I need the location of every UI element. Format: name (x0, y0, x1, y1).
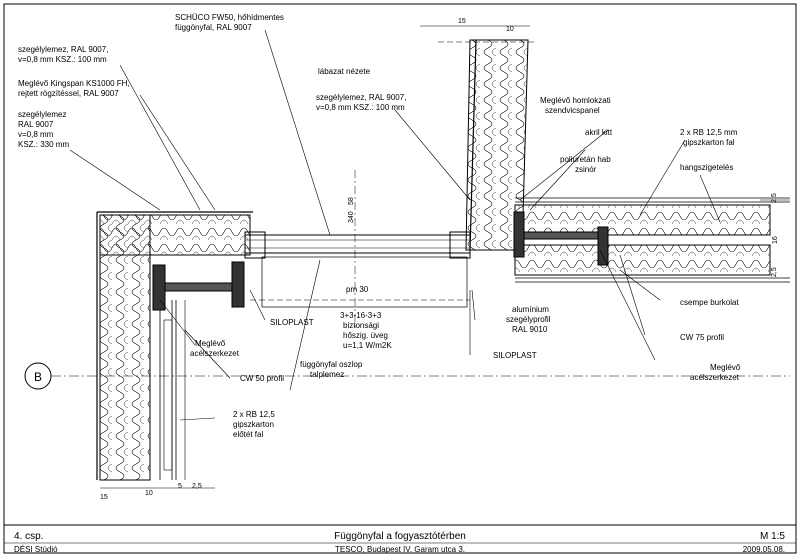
label-gipszkarton-left-3: előtét fal (233, 430, 263, 439)
drawing-scale: M 1:5 (760, 531, 785, 542)
label-gipszkarton-right: 2 x RB 12,5 mm (680, 128, 738, 137)
label-oszlop-2: talplemez (310, 370, 344, 379)
label-aluminium-3: RAL 9010 (512, 325, 548, 334)
label-szegely-left-3: v=0,8 mm (18, 130, 54, 139)
dim-bottom-2: 10 (145, 490, 153, 497)
drawing-title: Függönyfal a fogyasztótérben (334, 531, 466, 542)
label-uveg-2: biztonsági (343, 321, 379, 330)
title-block: 4. csp. Függönyfal a fogyasztótérben M 1… (14, 531, 785, 554)
dimension-texts: 15 10 15 10 5 2,5 58 340 2,5 16 2,5 (100, 18, 779, 501)
label-szegely-left-2: RAL 9007 (18, 120, 54, 129)
label-labazat: lábazat nézete (318, 67, 371, 76)
label-kingspan: Meglévő Kingspan KS1000 FH, (18, 79, 130, 88)
dim-bottom-1: 15 (100, 494, 108, 501)
label-gipszkarton-right-2: gipszkarton fal (683, 138, 735, 147)
label-siloplast-right: SILOPLAST (493, 351, 537, 360)
dim-right-3: 2,5 (771, 267, 778, 277)
label-siloplast-left: SILOPLAST (270, 318, 314, 327)
dimension-lines (100, 25, 790, 489)
label-acelszerkezet-right-2: acélszerkezet (690, 373, 740, 382)
project-name: TESCO, Budapest IV. Garam utca 3. (335, 545, 465, 554)
dim-vert-1: 58 (348, 197, 355, 205)
axis-marker: B (24, 362, 790, 390)
label-akril: akril kitt (585, 128, 613, 137)
label-gipszkarton-left: 2 x RB 12,5 (233, 410, 275, 419)
label-uveg-4: u=1,1 W/m2K (343, 341, 392, 350)
label-uveg-3: hőszig. üveg (343, 331, 388, 340)
label-homlokzati-2: szendvicspanel (545, 106, 600, 115)
dim-vert-2: 340 (348, 211, 355, 223)
studio-name: DÉSI Stúdió (14, 545, 58, 554)
curtain-wall-glass (244, 170, 471, 330)
label-cw50: CW 50 profil (240, 374, 284, 383)
label-csempe: csempe burkolat (680, 298, 739, 307)
label-pm: pm 30 (346, 285, 369, 294)
label-aluminium-2: szegélyprofil (506, 315, 551, 324)
right-wall (513, 197, 790, 283)
label-kingspan-2: rejtett rögzítéssel, RAL 9007 (18, 89, 119, 98)
sheet-border (3, 3, 797, 554)
label-szegely-mid: szegélylemez, RAL 9007, (316, 93, 406, 102)
dim-top-2: 10 (506, 26, 514, 33)
label-acelszerkezet-left: Meglévő (195, 339, 226, 348)
leader-lines (69, 29, 721, 421)
axis-label: B (34, 370, 42, 384)
label-acelszerkezet-right: Meglévő (710, 363, 741, 372)
sheet-number: 4. csp. (14, 531, 43, 542)
label-szegely-left: szegélylemez (18, 110, 66, 119)
dim-right-1: 2,5 (771, 193, 778, 203)
right-panel (438, 39, 535, 251)
dim-right-2: 16 (772, 236, 779, 244)
label-schuco-2: függönyfal, RAL 9007 (175, 23, 252, 32)
label-poliuretan: poliuretán hab (560, 155, 611, 164)
label-uveg: 3+3-16-3+3 (340, 311, 382, 320)
dim-top-1: 15 (458, 18, 466, 25)
label-hangszigeteles: hangszigetelés (680, 163, 733, 172)
left-wall (96, 211, 253, 481)
label-cw75: CW 75 profil (680, 333, 724, 342)
label-szegely-top: szegélylemez, RAL 9007, (18, 45, 108, 54)
label-szegely-mid-2: v=0,8 mm KSZ.: 100 mm (316, 103, 405, 112)
label-szegely-top-2: v=0,8 mm KSZ.: 100 mm (18, 55, 107, 64)
annotation-texts: SCHÜCO FW50, hőhídmentes függönyfal, RAL… (18, 13, 741, 439)
dim-bottom-4: 2,5 (192, 483, 202, 490)
label-schuco: SCHÜCO FW50, hőhídmentes (175, 13, 284, 22)
dim-bottom-3: 5 (178, 483, 182, 490)
drawing-date: 2009.05.08. (743, 545, 785, 554)
label-gipszkarton-left-2: gipszkarton (233, 420, 274, 429)
label-homlokzati: Meglévő homlokzati (540, 96, 611, 105)
label-poliuretan-2: zsinór (575, 165, 597, 174)
label-acelszerkezet-left-2: acélszerkezet (190, 349, 240, 358)
label-aluminium: alumínium (512, 305, 549, 314)
label-oszlop: függönyfal oszlop (300, 360, 363, 369)
label-szegely-left-4: KSZ.: 330 mm (18, 140, 69, 149)
